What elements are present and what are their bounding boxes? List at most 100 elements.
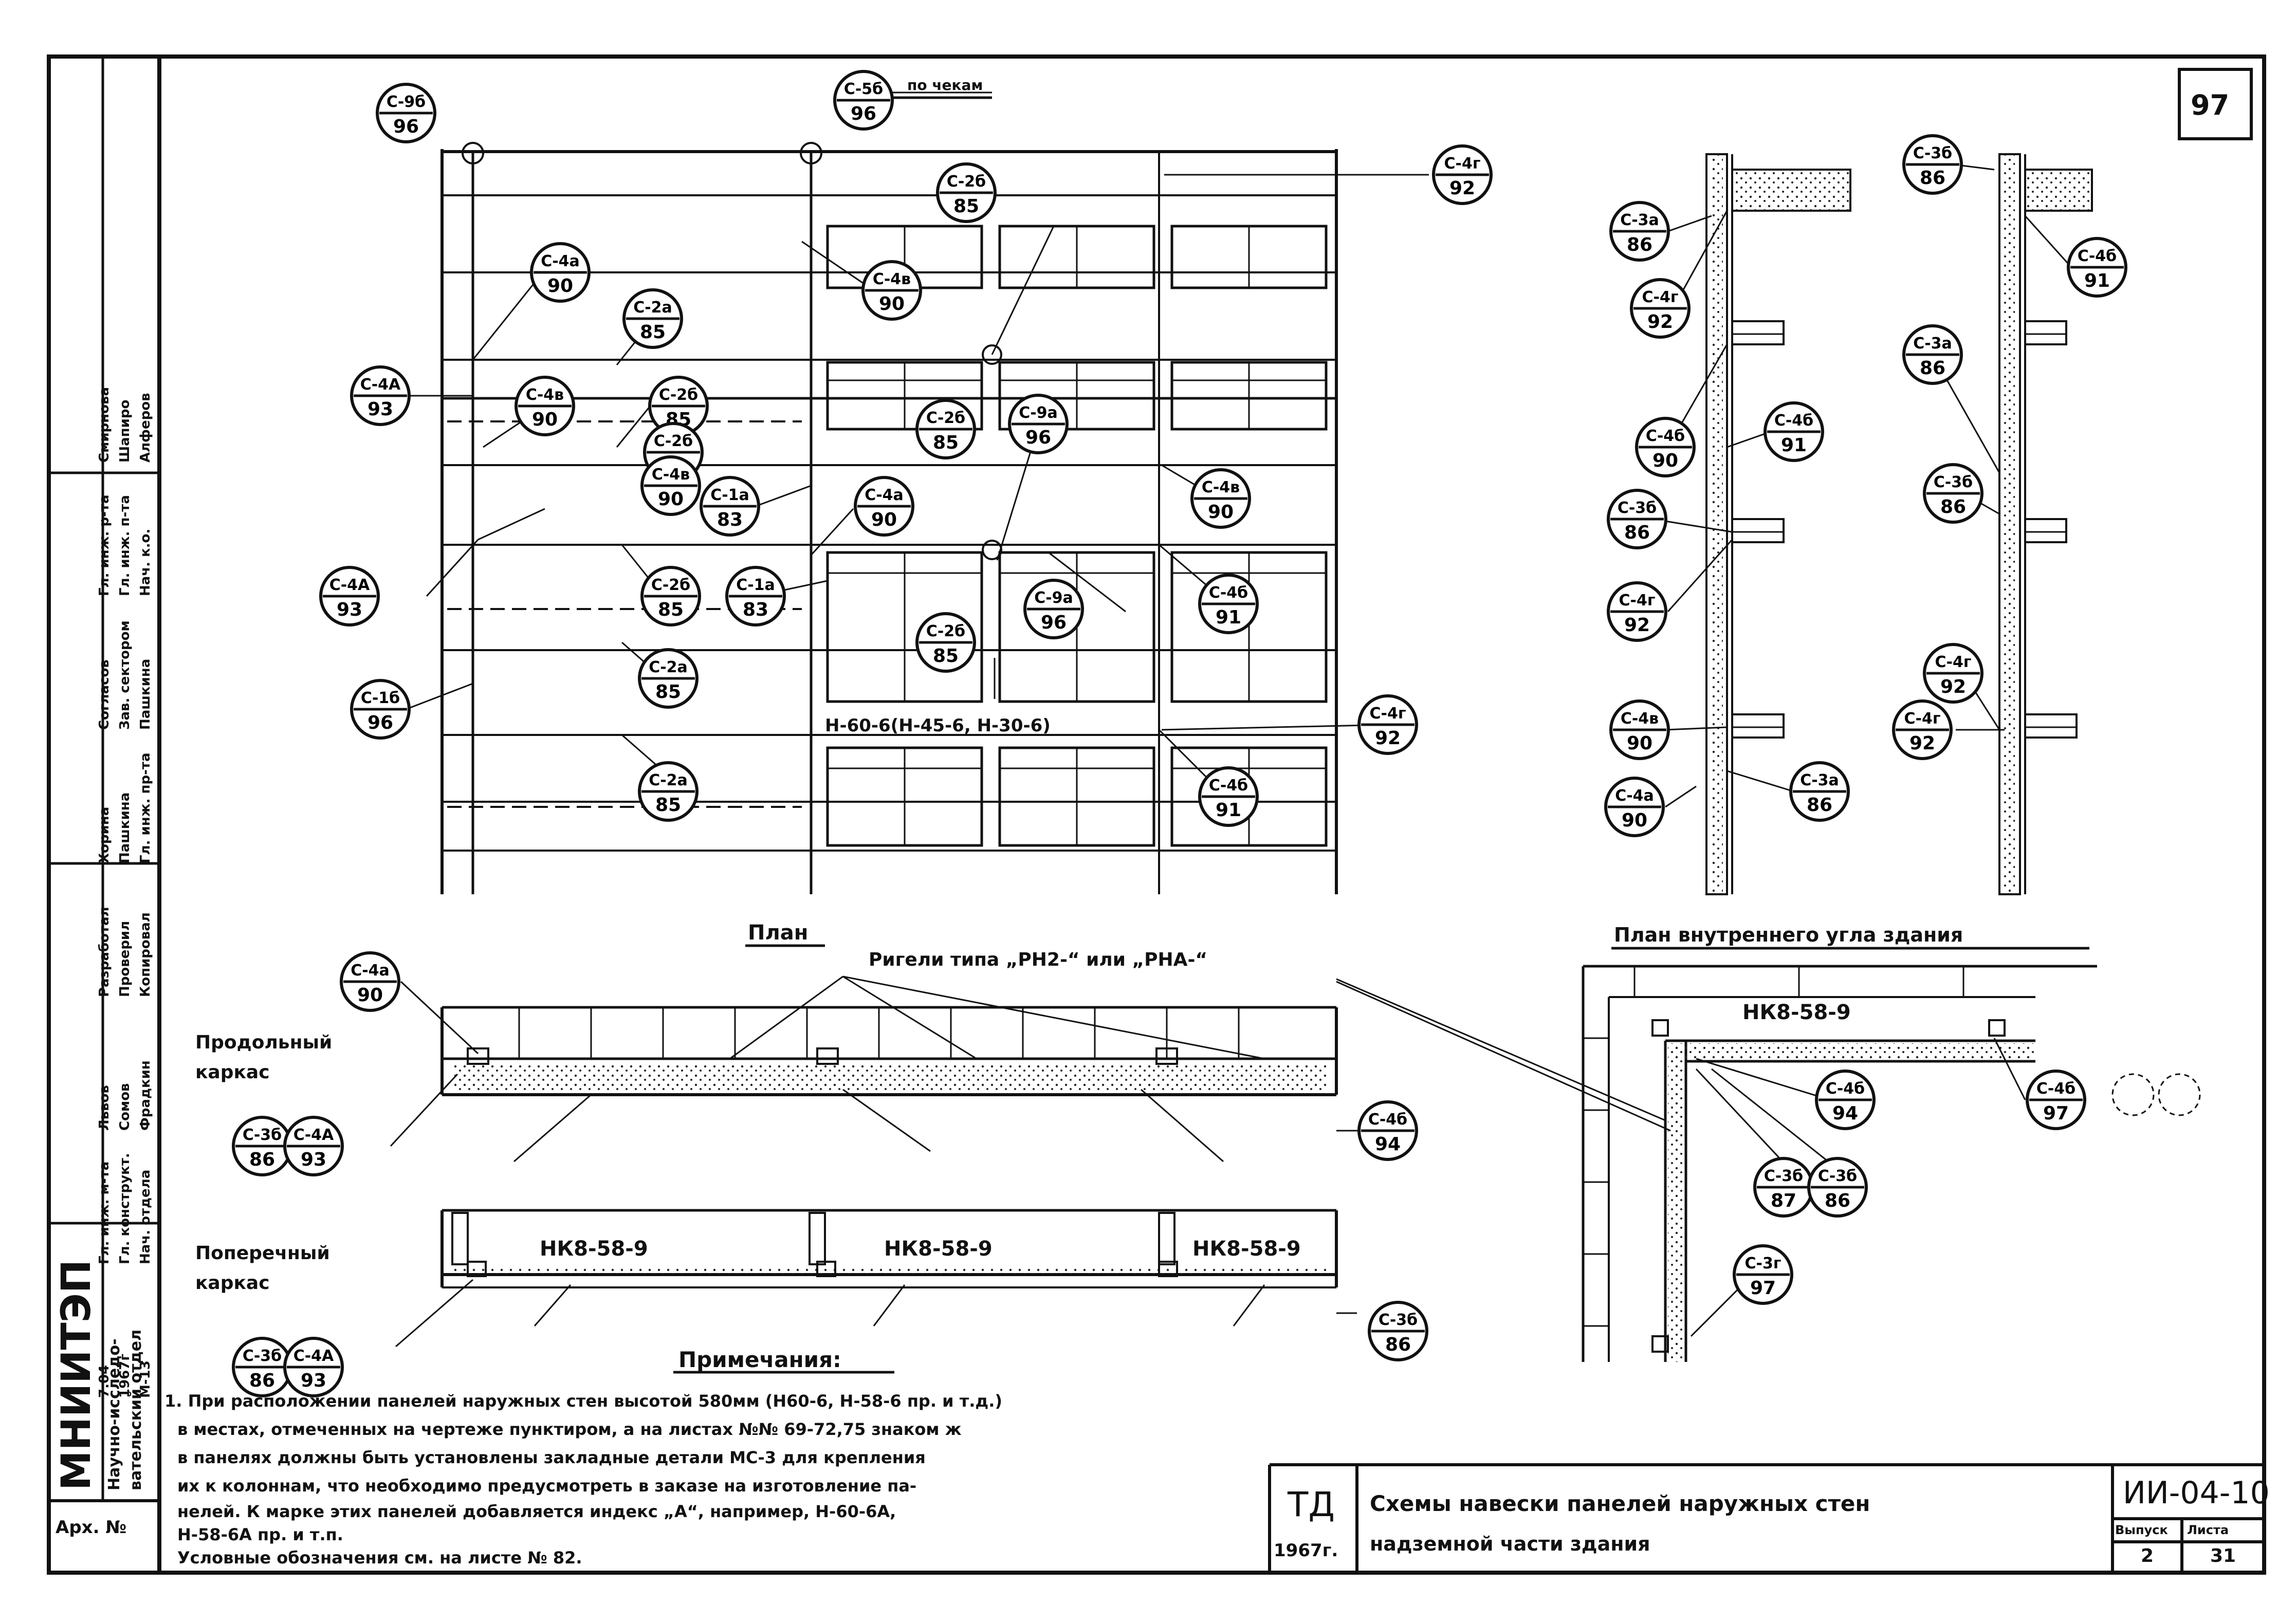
callout-sheet: 90 — [879, 293, 905, 315]
callout-sheet: 90 — [357, 985, 383, 1006]
callout-code: С-3б — [1934, 473, 1973, 491]
panel-mark-label: Н-60-6(Н-45-6, Н-30-6) — [825, 715, 1051, 736]
approval-entry: 7.04 — [97, 1365, 112, 1398]
approval-entry: Фрадкин — [138, 1060, 153, 1131]
callout-code: С-4а — [351, 962, 390, 980]
callout-sheet: 92 — [1647, 311, 1673, 333]
approval-entry: Разработал — [97, 907, 112, 997]
plan-transverse-label: Поперечный каркас — [195, 1243, 330, 1294]
callout-code: С-4б — [2078, 247, 2117, 265]
document-code: ИИ-04-10 — [2123, 1475, 2270, 1511]
callout-sheet: 86 — [249, 1149, 275, 1170]
approval-entry: Шапиро — [117, 399, 133, 463]
callout-sheet: 86 — [1624, 522, 1650, 543]
callout-code: С-4а — [541, 252, 580, 270]
callout-sheet: 96 — [393, 116, 419, 137]
callout-sheet: 90 — [658, 489, 684, 510]
notes-title: Примечания: — [678, 1347, 841, 1372]
callout-sheet: 90 — [532, 409, 558, 430]
callout-sheet: 86 — [1385, 1334, 1411, 1355]
callout-code: С-5б — [844, 80, 883, 98]
approval-entry: Зав. сектором — [117, 620, 133, 730]
callout-sheet: 94 — [1832, 1103, 1858, 1124]
callout-code: С-4А — [360, 376, 401, 394]
callout-sheet: 97 — [1750, 1278, 1776, 1299]
callout-code: С-9а — [1019, 404, 1058, 422]
callout-code: С-3б — [1818, 1167, 1857, 1185]
approval-entry: Проверил — [117, 920, 133, 997]
callout-code: С-4б — [1209, 777, 1248, 795]
callout-code: С-9б — [387, 93, 426, 111]
column-label-1: НК8-58-9 — [540, 1237, 648, 1261]
approval-entry: 1967г — [117, 1354, 133, 1398]
approval-entry: Гл. инж. пр-та — [138, 752, 153, 863]
approval-entry: Нач. к.о. — [138, 528, 153, 596]
callout-code: С-4г — [1904, 710, 1940, 728]
top-note: по чекам — [907, 77, 983, 94]
inner-corner-title: План внутреннего угла здания — [1614, 924, 1963, 946]
callout-code: С-4б — [1826, 1080, 1865, 1098]
plan-title: План — [748, 921, 809, 945]
callout-code: С-4б — [1368, 1111, 1407, 1129]
sheet-label: Листа — [2187, 1523, 2229, 1537]
callout-sheet: 85 — [640, 322, 666, 343]
plan-transverse — [395, 1209, 1357, 1348]
callout-sheet: 86 — [1807, 795, 1832, 816]
callout-code: С-4в — [652, 466, 690, 484]
approval-entry: Гл. инж. п-та — [117, 495, 133, 596]
note-line-6: Н-58-6А пр. и т.п. — [177, 1525, 343, 1544]
callout-code: С-2б — [926, 622, 965, 640]
callout-sheet: 93 — [337, 599, 362, 620]
approval-entry: Хорина — [97, 806, 112, 863]
callout-sheet: 85 — [655, 795, 681, 816]
callout-sheet: 86 — [1825, 1190, 1850, 1211]
callout-code: С-3б — [1379, 1311, 1418, 1329]
callout-code: С-4в — [1621, 710, 1659, 728]
page-number: 97 — [2191, 89, 2230, 121]
callout-code: С-4А — [293, 1126, 334, 1144]
org-name: МНИИТЭП — [53, 1259, 100, 1490]
callout-code: С-4а — [1615, 787, 1654, 805]
callout-code: С-2б — [947, 173, 986, 191]
facade-elevation — [401, 91, 1429, 894]
callout-sheet: 91 — [1216, 607, 1241, 628]
approval-entry: Гл. инж. м-та — [97, 1161, 112, 1264]
approval-entry: Гл. инж. р-та — [97, 494, 112, 596]
callout-code: С-4б — [2036, 1080, 2075, 1098]
callout-sheet: 86 — [1920, 358, 1945, 379]
sheet-frame — [47, 54, 2266, 1575]
callout-bubble: С-4в 90 — [640, 455, 701, 516]
callout-sheet: 86 — [1920, 168, 1945, 189]
callout-sheet: 86 — [1627, 234, 1652, 255]
callout-code: С-4г — [1369, 705, 1406, 723]
callout-sheet: 96 — [1025, 427, 1051, 448]
